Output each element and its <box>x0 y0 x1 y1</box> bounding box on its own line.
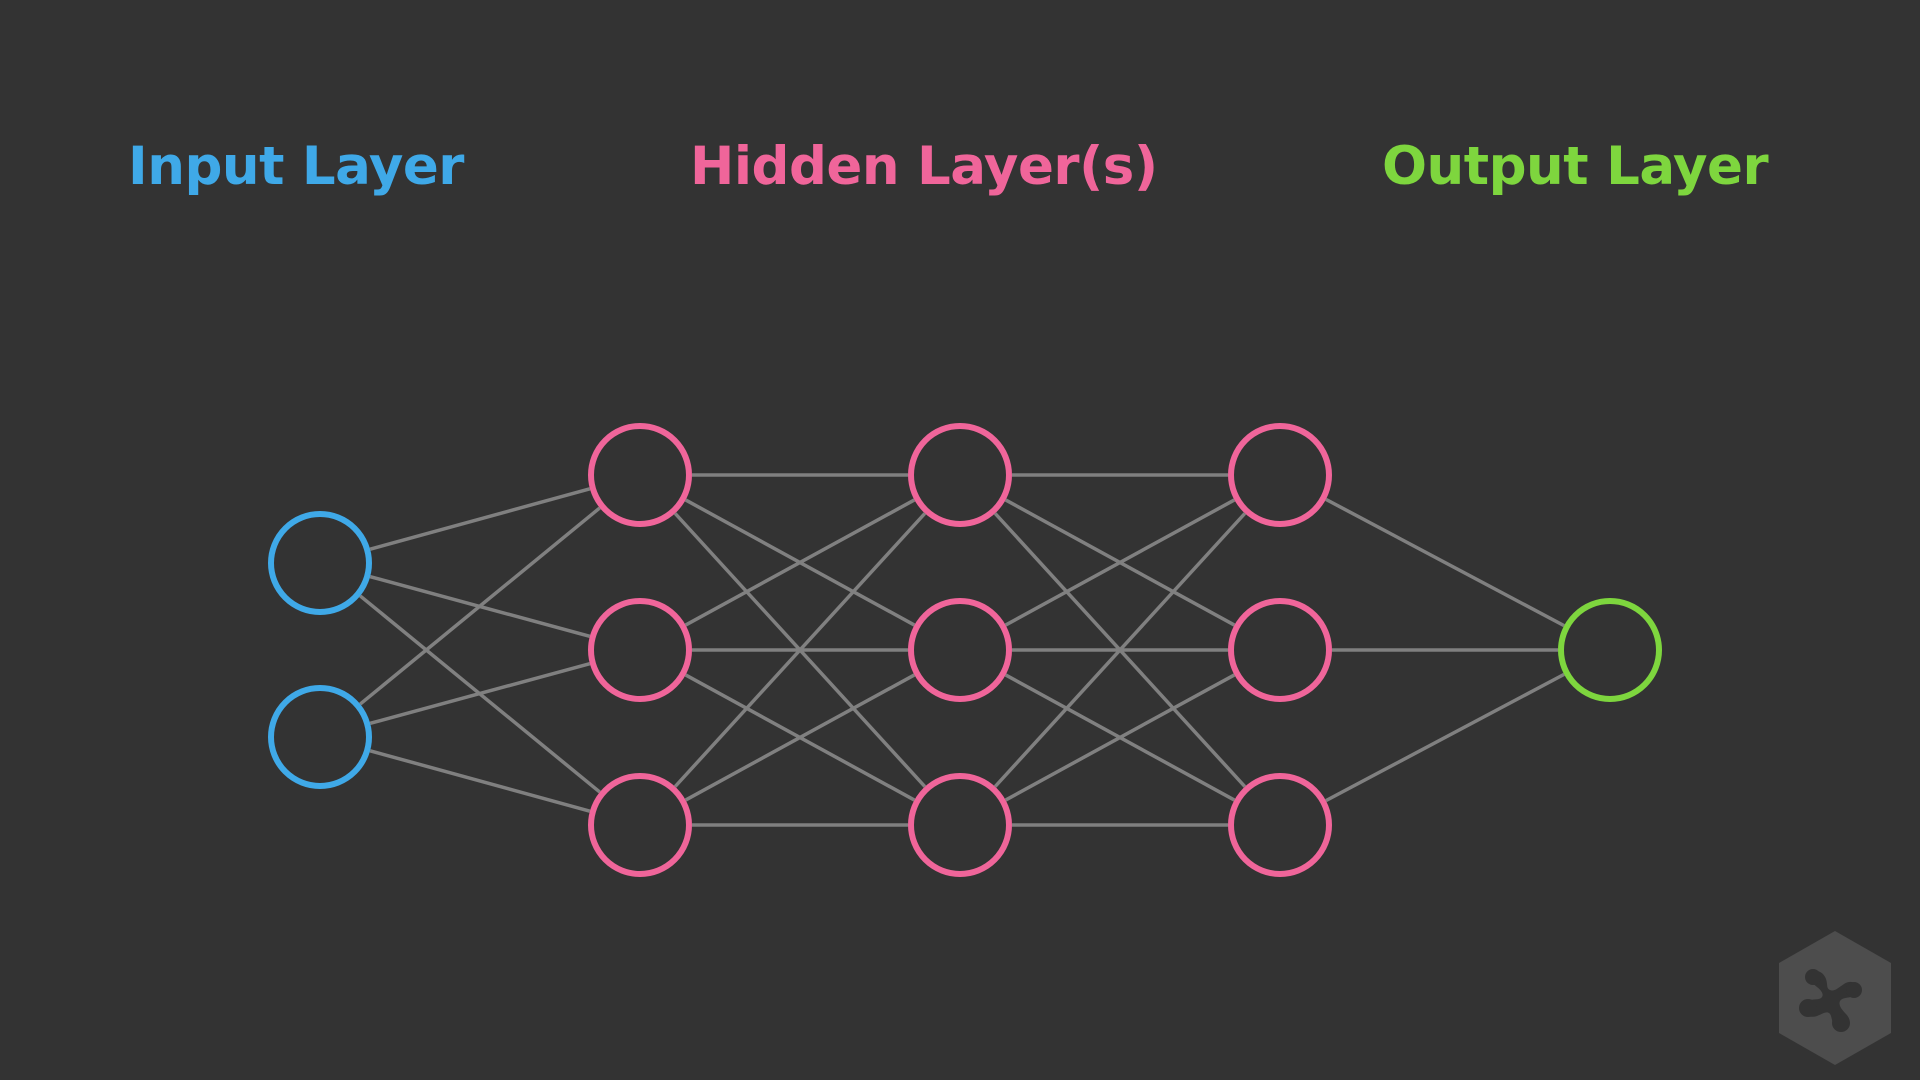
neuron-node-c <box>1799 999 1817 1017</box>
connection-edge <box>673 512 927 788</box>
neuron-node-input-2[interactable] <box>268 685 372 789</box>
neuron-node-hidden2-3[interactable] <box>908 773 1012 877</box>
hidden-layer-label: Hidden Layer(s) <box>690 136 1158 197</box>
neuron-node-a <box>1805 969 1821 985</box>
neuron-node-hidden2-2[interactable] <box>908 598 1012 702</box>
output-layer-label: Output Layer <box>1382 136 1769 197</box>
connection-edge <box>369 661 591 726</box>
nodes-group <box>268 423 1662 877</box>
connection-edge <box>993 512 1247 788</box>
connection-edge <box>369 749 591 813</box>
connection-edge <box>1004 498 1236 627</box>
hexagon-neuron-logo-watermark <box>1779 931 1891 1065</box>
neuron-node-d <box>1832 1014 1850 1032</box>
edges-group <box>359 473 1565 827</box>
connection-edge <box>1325 497 1565 628</box>
neuron-node-hidden3-2[interactable] <box>1228 598 1332 702</box>
neuron-node-b <box>1846 982 1862 998</box>
connection-edge <box>684 498 916 627</box>
input-layer-label: Input Layer <box>128 136 464 197</box>
connection-edge <box>359 506 601 706</box>
neuron-node-output-1[interactable] <box>1558 598 1662 702</box>
connection-edge <box>369 487 591 551</box>
neuron-node-hidden1-1[interactable] <box>588 423 692 527</box>
neuron-node-hidden3-1[interactable] <box>1228 423 1332 527</box>
connection-edge <box>684 673 916 802</box>
connection-edge <box>1004 673 1236 802</box>
neuron-node-hidden1-2[interactable] <box>588 598 692 702</box>
connection-edge <box>1325 672 1565 803</box>
neuron-node-hidden2-1[interactable] <box>908 423 1012 527</box>
neuron-node-hidden3-3[interactable] <box>1228 773 1332 877</box>
neuron-node-hidden1-3[interactable] <box>588 773 692 877</box>
neuron-node-input-1[interactable] <box>268 511 372 615</box>
